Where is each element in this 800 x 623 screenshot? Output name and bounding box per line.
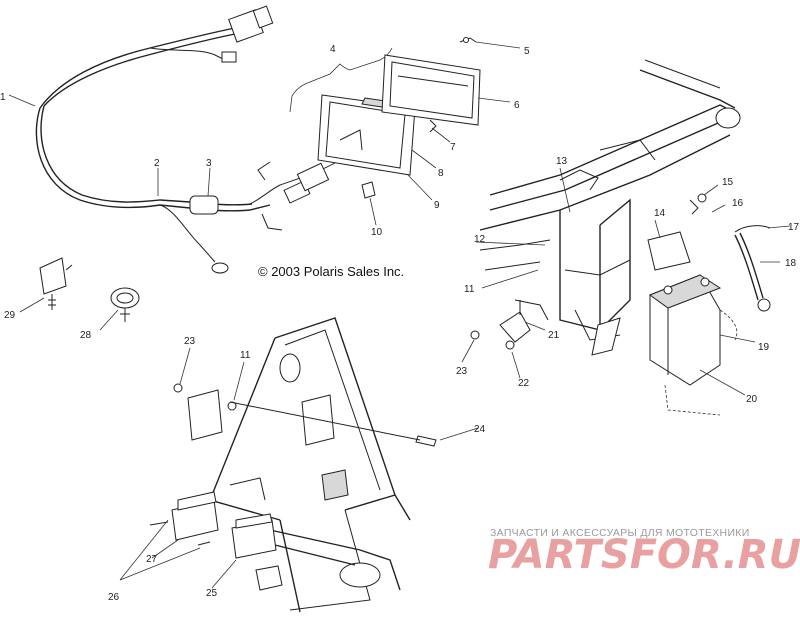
callout-19: 19 bbox=[758, 342, 770, 353]
callout-18: 18 bbox=[785, 258, 797, 269]
watermark-logo: PARTSFOR.RU bbox=[488, 532, 800, 578]
callout-8: 8 bbox=[438, 168, 444, 179]
callout-26: 26 bbox=[108, 592, 120, 603]
wire-harness bbox=[35, 5, 353, 274]
callout-28: 28 bbox=[80, 330, 92, 341]
callout-14: 14 bbox=[654, 208, 666, 219]
copyright-notice: © 2003 Polaris Sales Inc. bbox=[258, 264, 404, 279]
cdi-panel bbox=[149, 317, 437, 613]
watermark-tagline: ЗАПЧАСТИ И АКСЕССУАРЫ ДЛЯ МОТОТЕХНИКИ bbox=[490, 527, 750, 539]
callout-6: 6 bbox=[514, 100, 520, 111]
callout-23-right: 23 bbox=[456, 366, 468, 377]
callout-1: 1 bbox=[0, 92, 6, 103]
callout-21: 21 bbox=[548, 330, 560, 341]
callout-24: 24 bbox=[474, 424, 486, 435]
battery-group bbox=[647, 193, 771, 416]
callout-2: 2 bbox=[154, 158, 160, 169]
callout-17: 17 bbox=[788, 222, 800, 233]
callout-13: 13 bbox=[556, 156, 568, 167]
callout-12: 12 bbox=[474, 234, 486, 245]
callout-4: 4 bbox=[330, 44, 336, 55]
callout-29: 29 bbox=[4, 310, 16, 321]
callout-5: 5 bbox=[524, 46, 530, 57]
leader-lines bbox=[8, 41, 791, 589]
callout-11-right: 11 bbox=[464, 284, 475, 295]
callout-9: 9 bbox=[434, 200, 440, 211]
callout-7: 7 bbox=[450, 142, 456, 153]
clips bbox=[39, 257, 140, 322]
relay-bracket bbox=[470, 299, 549, 350]
callout-23-left: 23 bbox=[184, 336, 196, 347]
taillight-assembly bbox=[289, 37, 481, 199]
vehicle-frame bbox=[479, 59, 741, 356]
callout-20: 20 bbox=[746, 394, 758, 405]
callout-25: 25 bbox=[206, 588, 218, 599]
callout-15: 15 bbox=[722, 177, 734, 188]
callout-3: 3 bbox=[206, 158, 212, 169]
callout-10: 10 bbox=[371, 227, 383, 238]
callout-numbers: 1 2 3 4 5 6 7 8 9 10 11 11 12 13 14 15 1… bbox=[0, 44, 800, 603]
callout-22: 22 bbox=[518, 378, 530, 389]
callout-16: 16 bbox=[732, 198, 744, 209]
callout-27: 27 bbox=[146, 554, 158, 565]
watermark: ЗАПЧАСТИ И АКСЕССУАРЫ ДЛЯ МОТОТЕХНИКИ PA… bbox=[488, 527, 800, 578]
callout-11-left: 11 bbox=[240, 350, 251, 361]
